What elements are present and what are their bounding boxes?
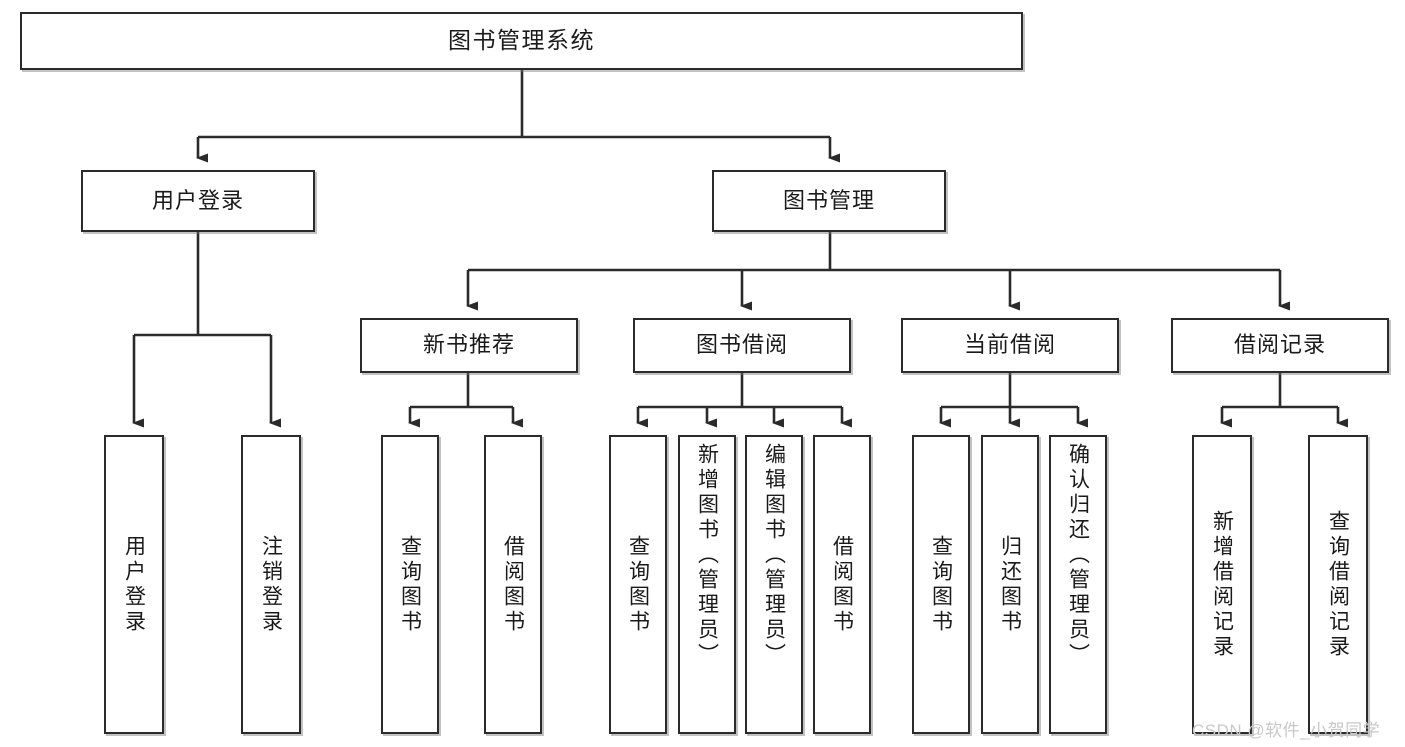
node-current-borrow[interactable]: 当前借阅	[901, 318, 1119, 373]
leaf-current-borrow-confirm-return-admin[interactable]: 确认归还（管理员）	[1049, 435, 1107, 734]
node-book-management[interactable]: 图书管理	[712, 170, 946, 232]
node-label: 图书借阅	[695, 332, 788, 358]
node-user-login[interactable]: 用户登录	[81, 170, 315, 232]
leaf-borrow-record-add-record[interactable]: 新增借阅记录	[1192, 435, 1252, 734]
node-label: 新增借阅记录	[1210, 509, 1234, 660]
node-label: 用户登录	[122, 534, 146, 635]
node-label: 图书管理	[782, 187, 875, 213]
leaf-user-login-logout[interactable]: 注销登录	[241, 435, 301, 734]
node-new-book-recommend[interactable]: 新书推荐	[360, 318, 578, 373]
node-label: 查询图书	[398, 534, 422, 635]
node-label: 归还图书	[998, 534, 1022, 635]
leaf-new-book-query-book[interactable]: 查询图书	[381, 435, 439, 734]
node-label: 确认归还（管理员）	[1066, 443, 1090, 668]
leaf-current-borrow-query-book[interactable]: 查询图书	[912, 435, 970, 734]
node-label: 图书管理系统	[448, 27, 595, 54]
leaf-new-book-borrow-book[interactable]: 借阅图书	[484, 435, 542, 734]
node-label: 编辑图书（管理员）	[762, 443, 786, 668]
leaf-borrow-record-query-record[interactable]: 查询借阅记录	[1308, 435, 1368, 734]
node-label: 查询图书	[929, 534, 953, 635]
node-label: 查询借阅记录	[1326, 509, 1350, 660]
node-label: 借阅图书	[501, 534, 525, 635]
node-label: 借阅图书	[830, 534, 854, 635]
node-label: 当前借阅	[963, 332, 1056, 358]
node-label: 新增图书（管理员）	[695, 443, 719, 668]
node-label: 用户登录	[151, 187, 244, 213]
node-label: 查询图书	[626, 534, 650, 635]
node-label: 注销登录	[259, 534, 283, 635]
leaf-book-borrow-borrow-book[interactable]: 借阅图书	[813, 435, 871, 734]
node-label: 借阅记录	[1233, 332, 1326, 358]
leaf-current-borrow-return-book[interactable]: 归还图书	[981, 435, 1039, 734]
leaf-book-borrow-query-book[interactable]: 查询图书	[609, 435, 667, 734]
node-root-book-management-system[interactable]: 图书管理系统	[20, 12, 1023, 70]
node-label: 新书推荐	[422, 332, 515, 358]
node-book-borrow[interactable]: 图书借阅	[633, 318, 851, 373]
node-borrow-record[interactable]: 借阅记录	[1171, 318, 1389, 373]
leaf-book-borrow-edit-book-admin[interactable]: 编辑图书（管理员）	[745, 435, 803, 734]
leaf-user-login-login[interactable]: 用户登录	[104, 435, 164, 734]
leaf-book-borrow-add-book-admin[interactable]: 新增图书（管理员）	[678, 435, 736, 734]
